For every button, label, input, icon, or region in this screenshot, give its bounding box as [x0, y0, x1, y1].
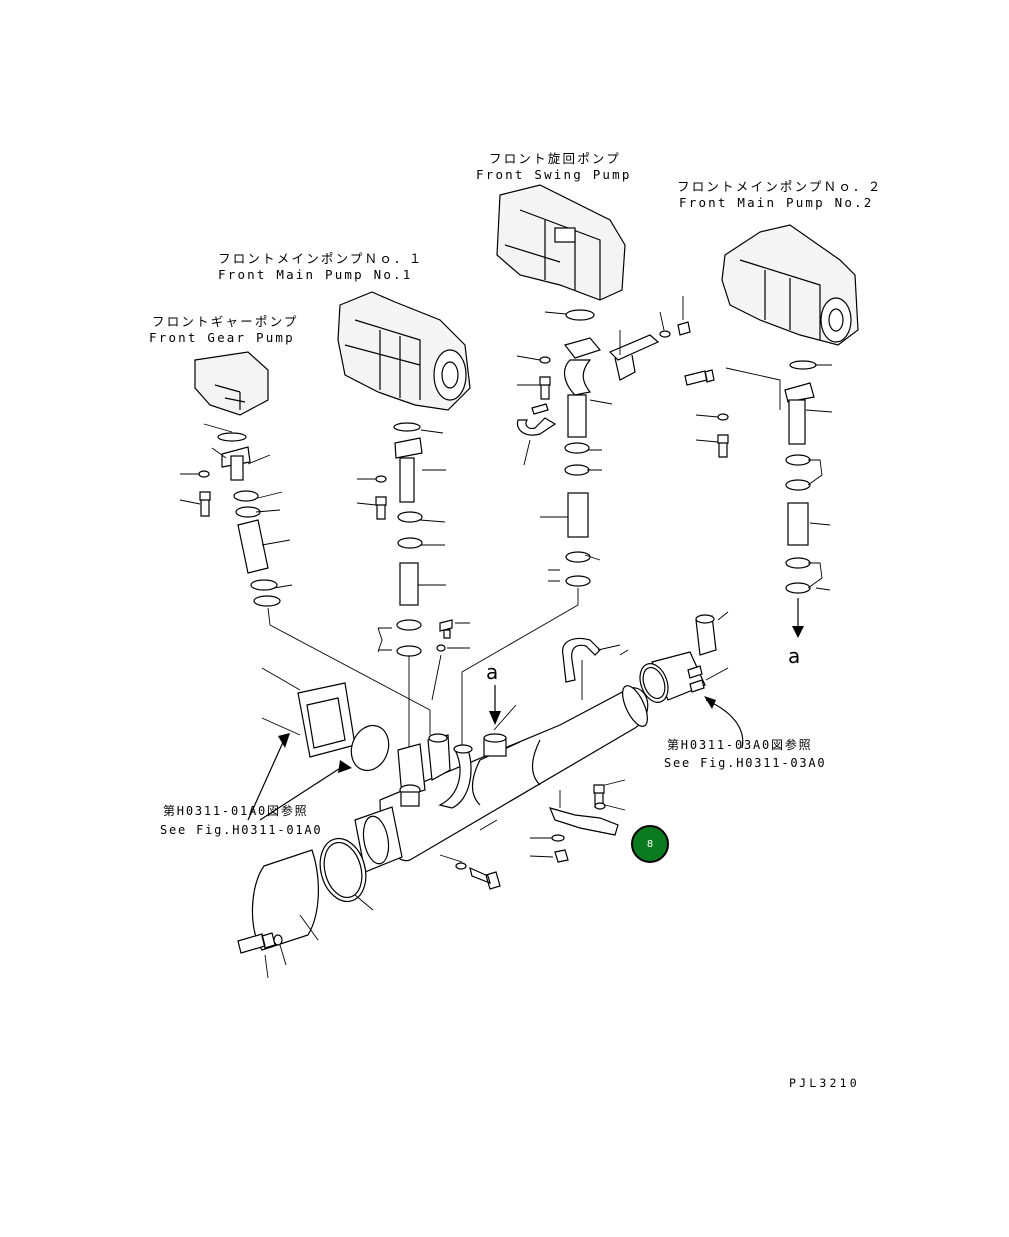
front-main-pump-2-drawing: [684, 224, 859, 638]
part-callout-8[interactable]: 8: [631, 825, 669, 863]
manifold-assembly-drawing: [237, 611, 744, 979]
main-pump-1-label-en: Front Main Pump No.1: [218, 267, 413, 282]
front-swing-pump-drawing: [496, 184, 691, 587]
swing-pump-label-jp: フロント旋回ポンプ: [489, 151, 621, 166]
arrow-label-a-right: a: [788, 644, 801, 668]
gear-pump-label-jp: フロントギャーポンプ: [152, 314, 299, 329]
arrow-label-a-top: a: [486, 660, 499, 684]
callout-number: 8: [646, 838, 654, 850]
main-pump-2-label-en: Front Main Pump No.2: [679, 195, 874, 210]
main-pump-1-label-jp: フロントメインポンプＮｏ．１: [218, 251, 424, 266]
swing-pump-label-en: Front Swing Pump: [476, 167, 632, 182]
drawing-code: PJL3210: [789, 1076, 860, 1090]
figure-reference-01-jp: 第H0311-01A0図参照: [163, 804, 309, 818]
figure-reference-03-jp: 第H0311-03A0図参照: [667, 738, 813, 752]
figure-reference-03-en: See Fig.H0311-03A0: [664, 756, 827, 770]
gear-pump-label-en: Front Gear Pump: [149, 330, 295, 345]
front-gear-pump-drawing: [179, 351, 293, 607]
main-pump-2-label-jp: フロントメインポンプＮｏ．２: [677, 179, 883, 194]
front-main-pump-1-drawing: [337, 291, 471, 657]
figure-reference-01-en: See Fig.H0311-01A0: [160, 823, 323, 837]
